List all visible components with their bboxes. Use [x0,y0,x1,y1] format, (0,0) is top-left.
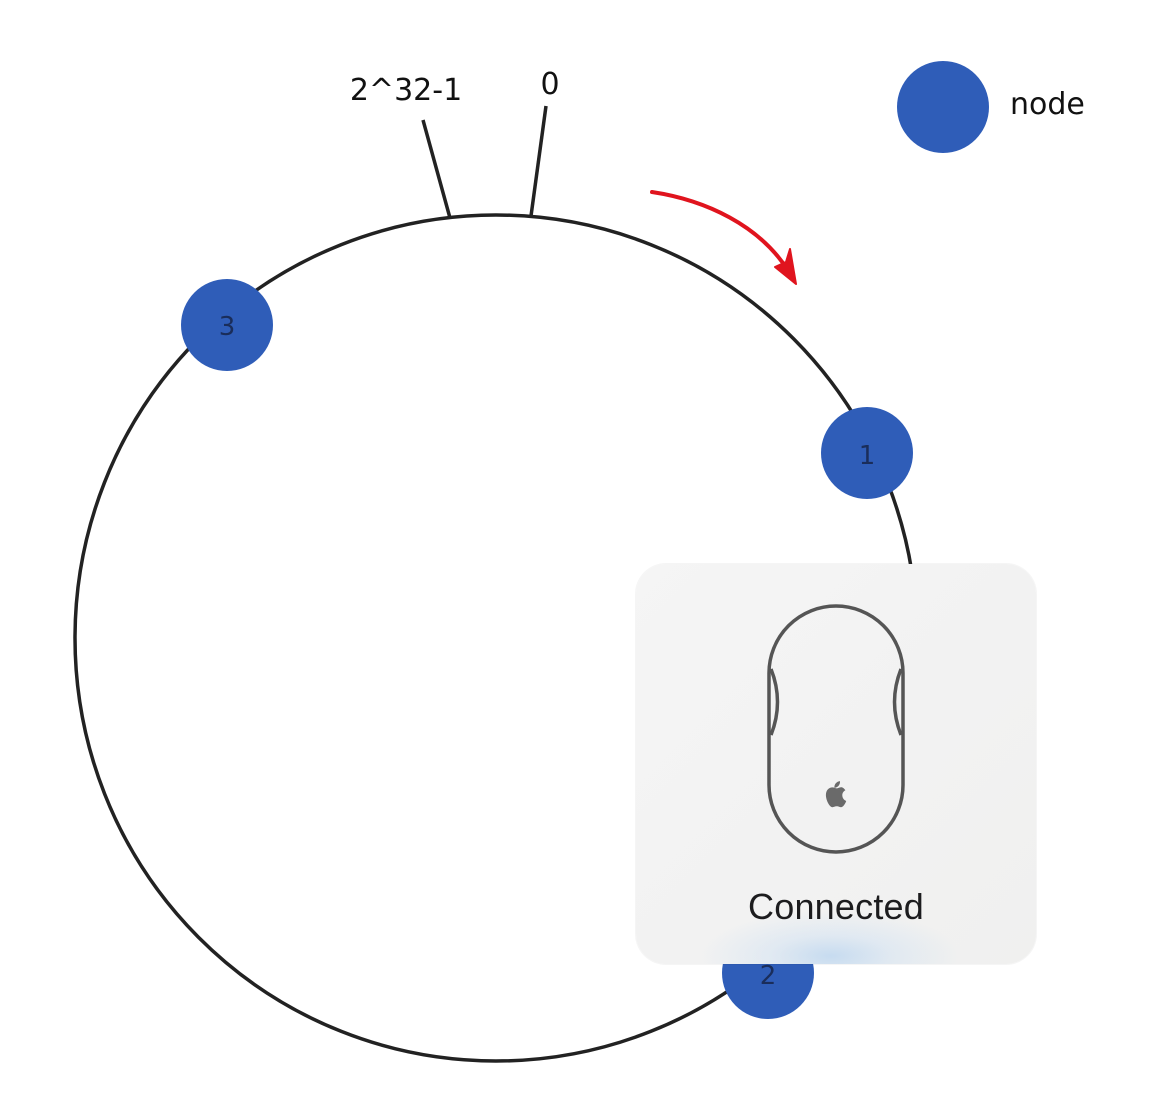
node-3-label: 3 [219,312,236,342]
node-1: 1 [821,407,913,499]
zero-value-label: 0 [540,67,559,102]
apple-logo-icon [825,781,847,808]
legend-node-swatch [897,61,989,153]
device-connected-hud: Connected [636,564,1036,964]
max-value-tick [421,119,452,219]
legend-node-label: node [1010,87,1085,122]
connection-status-text: Connected [748,886,924,927]
max-value-label: 2^32-1 [350,73,462,108]
node-2-label: 2 [760,961,777,991]
zero-value-tick [529,105,548,217]
magic-mouse-icon [767,604,905,854]
clockwise-arrow-icon [650,190,797,285]
node-1-label: 1 [859,441,876,471]
node-3: 3 [181,279,273,371]
